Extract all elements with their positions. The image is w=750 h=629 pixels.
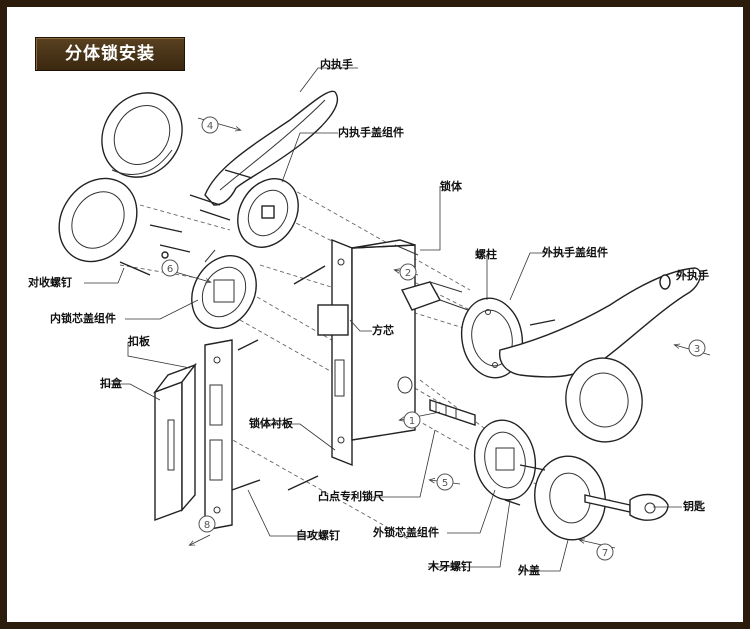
key [584,493,669,521]
label-outer-cover: 外盖 [517,563,540,577]
lock-body [317,238,419,467]
outer-cover-bottom [534,455,606,541]
convex-ruler [429,399,476,426]
spindle [400,281,469,311]
cover-rose-top [101,92,183,178]
label-inner-handle: 内执手 [320,57,353,71]
diagram-title: 分体锁安装 [65,44,155,64]
step-3: 3 [694,344,700,355]
label-outer-handle: 外执手 [675,268,709,282]
label-inner-handle-cover: 内执手盖组件 [338,125,404,139]
strike-box [152,362,198,522]
label-screw-post: 螺柱 [475,247,497,261]
step-8: 8 [204,520,210,531]
label-self-tapping-screw: 自攻螺钉 [296,528,340,542]
inner-core-cover-assembly [191,249,257,329]
step-7: 7 [602,548,608,559]
step-markers: 4 2 3 1 5 6 7 8 [161,116,706,561]
outer-core-cover-assembly [473,419,537,501]
inner-handle-cover-assembly [189,169,299,248]
label-lock-body: 锁体 [440,179,463,193]
leader-lines [84,67,690,572]
step-2: 2 [405,268,411,279]
screws-bottom [231,464,546,506]
screws-left [119,224,191,276]
title-banner: 分体锁安装 [35,37,185,71]
label-outer-handle-cover: 外执手盖组件 [541,245,608,259]
label-wood-screw: 木牙螺钉 [427,559,472,573]
part-labels: 内执手 内执手盖组件 锁体 螺柱 外执手盖组件 外执手 对收螺钉 内锁芯盖组件 … [28,57,709,577]
cover-rose-bottom [58,177,138,263]
label-inner-core-cover: 内锁芯盖组件 [50,311,116,325]
outer-rose-right [565,357,643,443]
inner-handle [204,90,338,206]
step-1: 1 [409,416,415,427]
step-6: 6 [167,264,173,275]
label-counter-screw: 对收螺钉 [28,275,72,289]
label-strike-plate: 扣板 [128,334,151,348]
label-strike-box: 扣盒 [100,376,123,390]
label-spindle: 方芯 [372,323,394,337]
label-key: 钥匙 [683,499,706,513]
screw-mid [237,265,326,351]
strike-plate [204,339,233,531]
label-lock-liner: 锁体衬板 [249,416,294,430]
label-convex-ruler: 凸点专利锁尺 [318,489,384,503]
step-4: 4 [207,121,213,132]
step-5: 5 [442,478,448,489]
outer-handle [498,267,702,378]
label-outer-core-cover: 外锁芯盖组件 [372,525,439,539]
